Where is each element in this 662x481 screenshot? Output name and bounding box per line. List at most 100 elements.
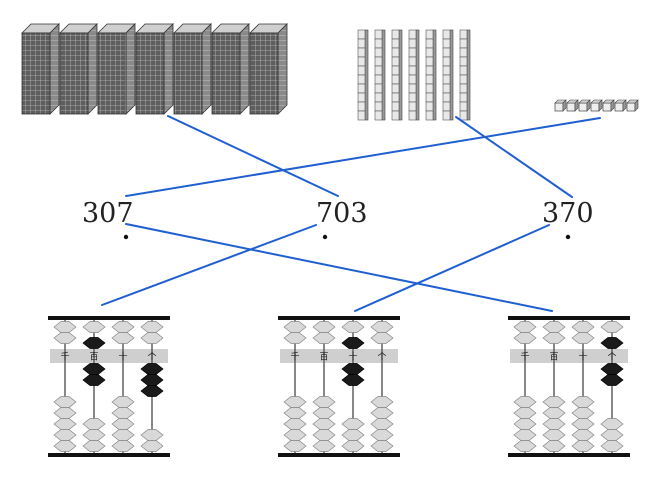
counted-bead [341, 363, 365, 375]
bead [370, 332, 394, 344]
bead [111, 418, 135, 430]
number-307-label: 307 [82, 198, 134, 229]
bead [571, 321, 595, 333]
bead [283, 321, 307, 333]
bead [283, 418, 307, 430]
match-line [101, 224, 317, 306]
abacus-370: 千百十个 [278, 316, 400, 457]
bead [571, 418, 595, 430]
bead [140, 429, 164, 441]
bead [370, 407, 394, 419]
counted-bead [600, 337, 624, 349]
rod-label: 千 [290, 352, 299, 363]
bead [140, 321, 164, 333]
counted-bead [341, 374, 365, 386]
bead [53, 418, 77, 430]
bead [370, 321, 394, 333]
bead [53, 321, 77, 333]
counted-bead [82, 363, 106, 375]
unit-cube [566, 99, 579, 112]
bead [111, 321, 135, 333]
bead [111, 332, 135, 344]
bead [82, 321, 106, 333]
counted-bead [600, 374, 624, 386]
rod-label: 千 [60, 352, 69, 363]
number-703: 703 [316, 198, 368, 240]
bead [513, 429, 537, 441]
thousand-plate [211, 23, 250, 115]
bead [283, 440, 307, 452]
counted-bead [82, 374, 106, 386]
hundred-rod [459, 29, 471, 121]
hundred-rod [374, 29, 386, 121]
bead [283, 396, 307, 408]
abacus-bottom-bar [278, 453, 400, 457]
bead [53, 407, 77, 419]
bead [542, 332, 566, 344]
thousand-plate [173, 23, 212, 115]
bead [370, 429, 394, 441]
bead [542, 440, 566, 452]
bead [312, 440, 336, 452]
bead [571, 429, 595, 441]
rod-label: 百 [89, 352, 98, 363]
bead [600, 429, 624, 441]
unit-cube [626, 99, 639, 112]
hundred-rod [442, 29, 454, 121]
unit-cube [578, 99, 591, 112]
bead [370, 440, 394, 452]
bead [111, 440, 135, 452]
unit-cube [602, 99, 615, 112]
match-line [167, 115, 339, 197]
counted-bead [140, 374, 164, 386]
abacus-beam [50, 349, 168, 363]
bead [571, 396, 595, 408]
abacus-top-bar [508, 316, 630, 320]
bead [370, 418, 394, 430]
abacus-top-bar [278, 316, 400, 320]
rod-label: 个 [607, 352, 616, 363]
bead [53, 440, 77, 452]
thousand-plate [135, 23, 174, 115]
bead [283, 332, 307, 344]
thousand-plate [249, 23, 288, 115]
bead [513, 440, 537, 452]
bead [513, 407, 537, 419]
bead [312, 418, 336, 430]
bead [312, 429, 336, 441]
rod-label: 千 [520, 352, 529, 363]
bead [571, 440, 595, 452]
bead [111, 396, 135, 408]
abacus-bottom-bar [48, 453, 170, 457]
counted-bead [82, 337, 106, 349]
match-line [455, 116, 573, 198]
bead [513, 332, 537, 344]
bead [53, 332, 77, 344]
bead [513, 396, 537, 408]
counted-bead [140, 363, 164, 375]
bead [111, 407, 135, 419]
counted-bead [341, 337, 365, 349]
abacus-307: 千百十个 [508, 316, 630, 457]
bead [370, 396, 394, 408]
bead [341, 429, 365, 441]
bead [312, 321, 336, 333]
thousands-plates [21, 23, 288, 115]
bead [513, 418, 537, 430]
unit-cubes [554, 99, 639, 112]
unit-cube [614, 99, 627, 112]
thousand-plate [59, 23, 98, 115]
rod-label: 个 [147, 352, 156, 363]
bead [53, 396, 77, 408]
bead [542, 418, 566, 430]
anchor-dot [565, 234, 571, 240]
bead [312, 396, 336, 408]
bead [571, 332, 595, 344]
number-370-label: 370 [542, 198, 594, 229]
bead [140, 440, 164, 452]
bead [140, 332, 164, 344]
bead [341, 321, 365, 333]
bead [542, 429, 566, 441]
bead [513, 321, 537, 333]
